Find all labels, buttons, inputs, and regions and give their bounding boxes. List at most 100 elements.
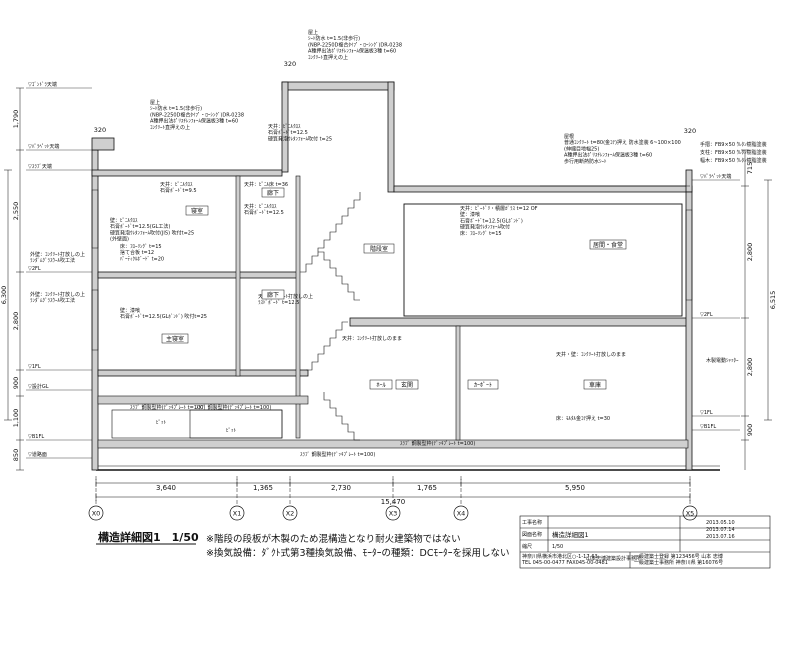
left-dim-5: 900 xyxy=(12,377,20,389)
text-line: (伸縮目地幅25) xyxy=(564,145,599,152)
text-line: 天井：ﾋﾟﾆﾙｸﾛｽ xyxy=(160,181,193,188)
text-line: 手摺：FB9×50 ｳﾚﾀﾝ樹脂塗装 xyxy=(700,141,767,148)
total-dim: 15,470 xyxy=(381,498,406,506)
text-line: ﾗﾝﾀﾞﾑｸﾞﾗｽｳｰﾙ吹工法 xyxy=(30,257,75,264)
office-name: 山本忠博建築設計事務所 xyxy=(586,555,641,562)
text-line: 普通ｺﾝｸﾘｰﾄ t=80(金ｺﾃ)押え 防水塗装 6~100×100 xyxy=(564,139,681,146)
text-line: 石膏ﾎﾞｰﾄﾞt=12.5 xyxy=(244,209,284,216)
level-mark: ▽2FL xyxy=(700,312,713,318)
scale-label: 縮尺 xyxy=(522,543,532,550)
roof-slab-right xyxy=(393,185,693,193)
text-line: ｼｰﾄ防水 t=1.5(非歩行) xyxy=(150,105,202,112)
slab-label: ﾋﾟｯﾄ xyxy=(156,419,167,426)
text-line: 支柱：FB9×50 ｳﾚﾀﾝ樹脂塗装 xyxy=(700,149,767,156)
text-line: A種押出法ﾎﾟﾘｽﾁﾚﾝﾌｫｰﾑ保温板3種 t=60 xyxy=(150,118,238,125)
level-mark: ▽ｽﾗﾌﾞ天端 xyxy=(28,163,52,170)
text-line: 一級建築士登録 第123456号 山本 忠博 xyxy=(634,553,723,560)
window-left-lower xyxy=(91,289,99,351)
drawing-title: 構造詳細図1 1/50 xyxy=(98,530,199,544)
right-dimensions xyxy=(741,149,772,470)
right-dim-4: 2,800 xyxy=(746,358,754,377)
left-parapet xyxy=(91,137,115,151)
date-1: 2013.05.10 xyxy=(706,520,735,526)
grid-dim-5: 5,950 xyxy=(565,484,585,492)
level-mark: ▽B1FL xyxy=(700,424,716,430)
level-mark: ▽2FL xyxy=(28,266,41,272)
grid-axis-x4: X4 xyxy=(453,476,469,521)
text-line: 石膏ﾎﾞｰﾄﾞt=12.5(GLﾎﾞﾝﾄﾞ) 吹付t=25 xyxy=(120,313,207,320)
slab-label: ｽﾗﾌﾞ 鋼製型枠(ﾃﾞｯｷﾌﾟﾚｰﾄ t=100) xyxy=(300,451,375,458)
right-wall xyxy=(685,191,693,471)
right-level-marks: ▽ﾊﾟﾗﾍﾟｯﾄ天端 ▽2FL ▽1FL ▽B1FL xyxy=(692,173,740,431)
grid-axis-x2: X2 xyxy=(282,476,298,521)
text-line: 壁：漆喰 xyxy=(120,307,140,314)
room-note: 天井：ﾋﾟﾆﾙ床 t=36 xyxy=(244,181,288,188)
level-mark: ▽道路面 xyxy=(28,451,47,458)
bottom-dimensions xyxy=(95,479,691,501)
first-floor-slab-left xyxy=(97,369,309,377)
title-block xyxy=(519,515,771,569)
right-dimension-labels: 715 2,800 6,515 2,800 900 xyxy=(746,162,777,436)
level-mark: ▽1FL xyxy=(28,364,41,370)
text-line: TEL 045-00-0477 FAX045-00-0481 xyxy=(521,560,608,566)
level-mark: ▽1FL xyxy=(700,410,713,416)
room-name: 寝室 xyxy=(191,207,203,215)
title-block-frame xyxy=(519,515,771,569)
text-line: 天井：ﾋﾟﾆﾙ床 t=36 xyxy=(244,181,288,188)
slab-label: ｽﾗﾌﾞ 鋼製型枠(ﾃﾞｯｷﾌﾟﾚｰﾄ t=100) xyxy=(196,404,271,411)
text-line: 幅木：FB9×50 ｳﾚﾀﾝ樹脂塗装 xyxy=(700,157,767,164)
side-label: 手摺：FB9×50 ｳﾚﾀﾝ樹脂塗装 xyxy=(700,141,767,148)
room-name: 玄関 xyxy=(401,381,413,389)
text-line: 天井：ｺﾝｸﾘｰﾄ打放しの上 xyxy=(258,293,313,300)
slab-label: ﾋﾟｯﾄ xyxy=(226,427,237,434)
room-name: ﾎｰﾙ xyxy=(376,382,385,389)
garage-wall xyxy=(455,325,461,441)
room-note: 天井：ﾋﾟﾆﾙｸﾛｽ石膏ﾎﾞｰﾄﾞt=12.5 xyxy=(244,203,284,216)
grid-axis-label: X5 xyxy=(686,510,695,518)
window-right-upper xyxy=(685,209,693,301)
room-name: 廊下 xyxy=(267,189,279,197)
grid-dim-1: 3,640 xyxy=(156,484,176,492)
left-dim-6: 1,100 xyxy=(12,409,20,428)
top-dim-2: 320 xyxy=(94,126,106,134)
text-line: 天井：ｺﾝｸﾘｰﾄ打放しのまま xyxy=(342,335,402,342)
left-level-marks: ▽ｺﾞﾝﾄﾞﾗ天端 ▽ﾊﾟﾗﾍﾟｯﾄ天端 ▽ｽﾗﾌﾞ天端 ▽2FL ▽1FL ▽… xyxy=(26,81,92,459)
text-line: 外壁：ｺﾝｸﾘｰﾄ打放しの上 xyxy=(30,291,85,298)
bottom-dimension-labels: 3,640 1,365 2,730 1,765 5,950 15,470 xyxy=(156,484,585,506)
grid-dim-3: 2,730 xyxy=(331,484,351,492)
room-note: 壁：漆喰石膏ﾎﾞｰﾄﾞt=12.5(GLﾎﾞﾝﾄﾞ) 吹付t=25 xyxy=(120,307,207,320)
room-name: 廊下 xyxy=(267,291,279,299)
text-line: 石膏ﾎﾞｰﾄﾞt=12.5(GLﾎﾞﾝﾄﾞ) xyxy=(460,217,523,224)
text-line: ﾗｽﾄﾞﾎﾞｰﾄﾞ t=12.5 xyxy=(258,299,299,306)
grid-axis-x5: X5 xyxy=(682,476,698,521)
second-floor-slab-left xyxy=(97,271,299,279)
side-label: 外壁：ｺﾝｸﾘｰﾄ打放しの上ﾗﾝﾀﾞﾑｸﾞﾗｽｳｰﾙ吹工法 xyxy=(30,291,85,304)
level-mark: ▽ﾊﾟﾗﾍﾟｯﾄ天端 xyxy=(700,173,731,180)
room-note: 床：ﾓﾙﾀﾙ金ｺﾃ押え t=30 xyxy=(556,415,610,422)
text-line: (NBP-2250D複合ﾀｲﾌﾟ・ﾛｰｼﾝｸﾞ)DR-0238 xyxy=(150,111,244,118)
left-dim-4: 2,800 xyxy=(12,312,20,331)
raised-roof-block xyxy=(281,81,395,91)
left-dim-2: 2,550 xyxy=(12,202,20,221)
spec-block-roof-top: 屋上ｼｰﾄ防水 t=1.5(非歩行)(NBP-2250D複合ﾀｲﾌﾟ・ﾛｰｼﾝｸ… xyxy=(308,29,402,61)
level-mark: ▽B1FL xyxy=(28,434,44,440)
drawing-label: 図面名称 xyxy=(522,531,542,538)
text-line: ﾗﾝﾀﾞﾑｸﾞﾗｽｳｰﾙ吹工法 xyxy=(30,297,75,304)
room-name: 車庫 xyxy=(589,381,601,389)
left-dimensions xyxy=(4,87,24,471)
top-dim-3: 320 xyxy=(684,127,696,135)
grid-axes: X0 X1 X2 X3 X4 X5 xyxy=(88,476,698,521)
text-line: ｺﾝｸﾘｰﾄ直押えの上 xyxy=(150,124,190,131)
stair-flight-lower xyxy=(306,321,348,371)
license-info: 一級建築士登録 第123456号 山本 忠博一級建築士事務所 神奈川県 第160… xyxy=(634,553,723,566)
roof-slab-left xyxy=(91,169,283,177)
drawing-title-area: 構造詳細図1 1/50 ※階段の段板が木製のため混構造となり耐火建築物ではない … xyxy=(96,530,509,559)
slab-labels: ｽﾗﾌﾞ 鋼製型枠(ﾃﾞｯｷﾌﾟﾚｰﾄ t=100) ｽﾗﾌﾞ 鋼製型枠(ﾃﾞｯ… xyxy=(130,404,475,458)
side-label: 外壁：ｺﾝｸﾘｰﾄ打放しの上ﾗﾝﾀﾞﾑｸﾞﾗｽｳｰﾙ吹工法 xyxy=(30,251,85,264)
text-line: 木製電動ｼｬｯﾀｰ xyxy=(706,357,739,364)
grid-axis-label: X2 xyxy=(286,510,295,518)
right-parapet xyxy=(685,169,693,193)
